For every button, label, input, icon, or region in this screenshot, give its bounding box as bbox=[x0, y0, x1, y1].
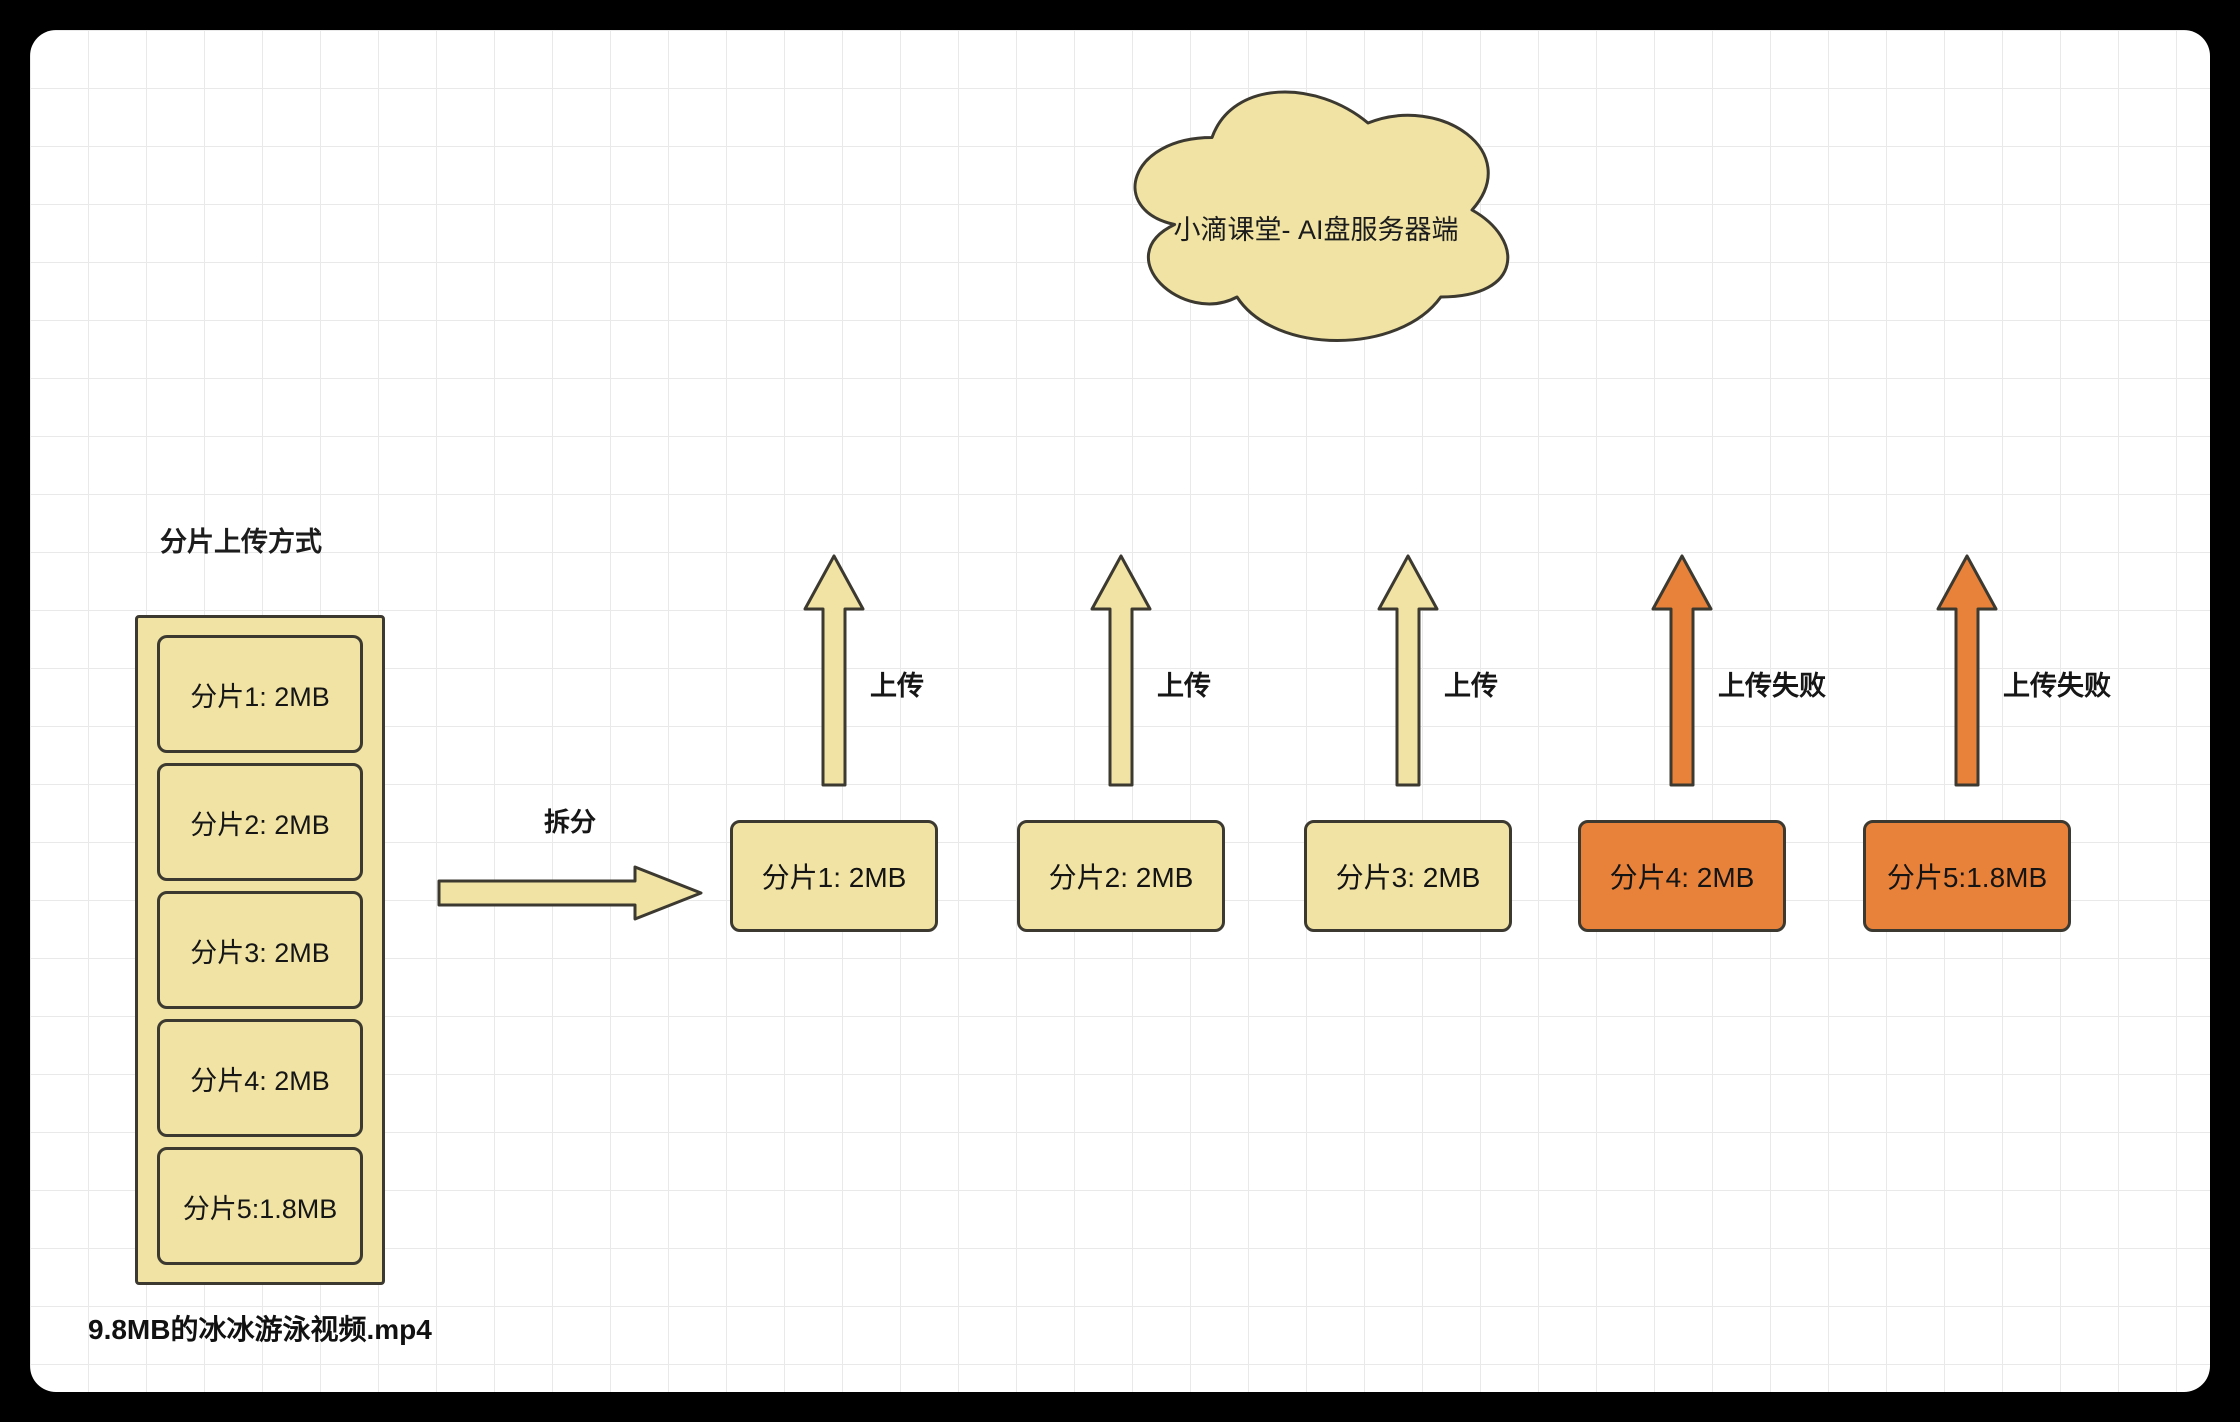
upload-status-label: 上传 bbox=[1157, 671, 1211, 701]
chunk-box-5: 分片5:1.8MB bbox=[1863, 820, 2071, 932]
source-chunk-3: 分片3: 2MB bbox=[157, 891, 363, 1009]
upload-column-5: 上传失败 分片5:1.8MB bbox=[1863, 552, 2111, 932]
upload-column-3: 上传 分片3: 2MB bbox=[1304, 552, 1512, 932]
source-file-stack: 分片1: 2MB 分片2: 2MB 分片3: 2MB 分片4: 2MB 分片5:… bbox=[135, 615, 385, 1285]
upload-arrow-icon bbox=[1090, 554, 1152, 787]
chunk-box-2: 分片2: 2MB bbox=[1017, 820, 1225, 932]
upload-column-1: 上传 分片1: 2MB bbox=[730, 552, 938, 932]
server-cloud-label: 小滴课堂- AI盘服务器端 bbox=[1173, 215, 1459, 245]
source-chunk-4: 分片4: 2MB bbox=[157, 1019, 363, 1137]
source-chunk-2: 分片2: 2MB bbox=[157, 763, 363, 881]
source-chunk-5: 分片5:1.8MB bbox=[157, 1147, 363, 1265]
upload-failed-arrow-icon bbox=[1651, 554, 1713, 787]
upload-status-label: 上传 bbox=[1444, 671, 1498, 701]
upload-status-label: 上传失败 bbox=[2003, 671, 2111, 701]
upload-status-label: 上传 bbox=[870, 671, 924, 701]
upload-arrow-icon bbox=[803, 554, 865, 787]
chunk-box-4: 分片4: 2MB bbox=[1578, 820, 1786, 932]
split-arrow-icon bbox=[437, 865, 703, 921]
upload-status-label: 上传失败 bbox=[1718, 671, 1826, 701]
source-filename: 9.8MB的冰冰游泳视频.mp4 bbox=[88, 1314, 432, 1345]
upload-column-2: 上传 分片2: 2MB bbox=[1017, 552, 1225, 932]
server-cloud-shape bbox=[1133, 90, 1510, 342]
upload-failed-arrow-icon bbox=[1936, 554, 1998, 787]
chunk-box-3: 分片3: 2MB bbox=[1304, 820, 1512, 932]
upload-arrow-icon bbox=[1377, 554, 1439, 787]
source-chunk-1: 分片1: 2MB bbox=[157, 635, 363, 753]
source-title: 分片上传方式 bbox=[160, 527, 322, 557]
chunk-box-1: 分片1: 2MB bbox=[730, 820, 938, 932]
diagram-canvas: 小滴课堂- AI盘服务器端 分片上传方式 分片1: 2MB 分片2: 2MB 分… bbox=[30, 30, 2210, 1392]
split-arrow-label: 拆分 bbox=[543, 807, 596, 837]
upload-column-4: 上传失败 分片4: 2MB bbox=[1578, 552, 1826, 932]
